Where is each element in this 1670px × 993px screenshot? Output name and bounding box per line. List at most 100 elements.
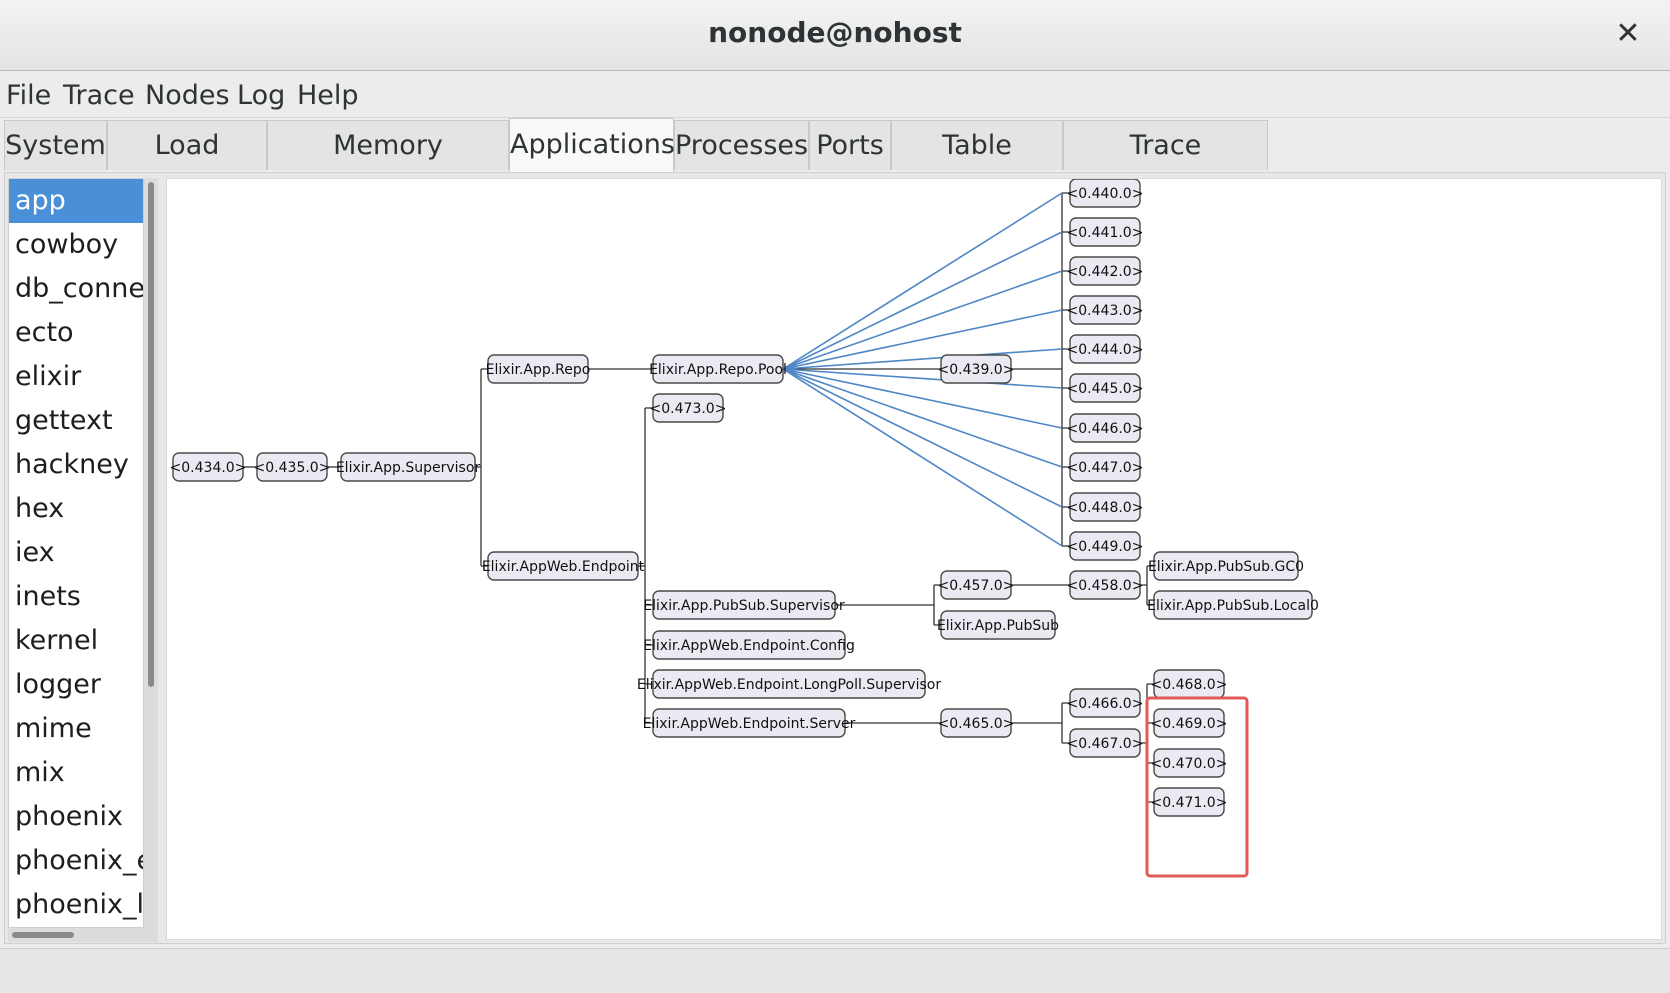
process-node[interactable]: <0.466.0> [1067, 688, 1144, 718]
application-item[interactable]: logger [15, 669, 102, 700]
process-node[interactable]: <0.458.0> [1067, 570, 1144, 600]
application-item[interactable]: inets [15, 581, 81, 612]
pool-link [782, 231, 1063, 370]
tab-ports[interactable]: Ports [809, 120, 891, 170]
process-node-label: Elixir.App.PubSub.Local0 [1147, 598, 1319, 614]
application-item[interactable]: mix [15, 757, 65, 788]
process-node-label: <0.445.0> [1067, 381, 1144, 397]
process-node[interactable]: <0.468.0> [1151, 669, 1228, 699]
tab-system[interactable]: System [4, 120, 107, 170]
process-node[interactable]: Elixir.App.Repo.Pool [649, 354, 787, 384]
process-node[interactable]: Elixir.AppWeb.Endpoint.Server [643, 708, 856, 738]
process-node[interactable]: <0.444.0> [1067, 334, 1144, 364]
application-item[interactable]: app [9, 179, 143, 223]
menu-bar: File Trace Nodes Log Help [0, 71, 1670, 118]
application-item[interactable]: mime [15, 713, 92, 744]
process-node[interactable]: <0.441.0> [1067, 217, 1144, 247]
process-node-box [172, 452, 244, 482]
tab-trace-overview[interactable]: Trace Overview [1063, 120, 1268, 211]
process-node[interactable]: Elixir.App.Supervisor [336, 452, 481, 482]
pool-link [782, 368, 1063, 468]
process-node[interactable]: Elixir.App.PubSub.Local0 [1147, 590, 1319, 620]
menu-log[interactable]: Log [237, 80, 286, 111]
tree-edge [835, 584, 941, 626]
process-node[interactable]: <0.445.0> [1067, 373, 1144, 403]
close-icon[interactable]: ✕ [1615, 16, 1641, 51]
tree-edge [1140, 565, 1154, 606]
process-node-label: <0.469.0> [1151, 716, 1228, 732]
process-node[interactable]: <0.435.0> [254, 452, 331, 482]
process-node[interactable]: <0.447.0> [1067, 452, 1144, 482]
window-title: nonode@nohost [708, 16, 962, 49]
application-item[interactable]: db_connection [15, 273, 144, 304]
tree-edges [243, 192, 1154, 803]
process-node[interactable]: Elixir.AppWeb.Endpoint.LongPoll.Supervis… [637, 669, 941, 699]
process-node-label: <0.449.0> [1067, 539, 1144, 555]
process-node-box [1069, 688, 1141, 718]
process-node[interactable]: <0.443.0> [1067, 295, 1144, 325]
application-item[interactable]: phoenix_live [15, 889, 144, 920]
process-node[interactable]: <0.446.0> [1067, 413, 1144, 443]
tab-applications[interactable]: Applications [509, 118, 675, 172]
application-list[interactable]: app cowboy db_connectionecto elixir gettext h… [8, 178, 144, 928]
process-node[interactable]: <0.439.0> [938, 354, 1015, 384]
process-node-box [1069, 295, 1141, 325]
process-node[interactable]: <0.449.0> [1067, 531, 1144, 561]
application-item[interactable]: elixir [15, 361, 82, 392]
tab-processes[interactable]: Processes [674, 120, 809, 170]
process-node[interactable]: <0.448.0> [1067, 492, 1144, 522]
application-item[interactable]: cowboy [15, 229, 119, 260]
process-node-label: <0.448.0> [1067, 500, 1144, 516]
process-node-box [1153, 590, 1313, 620]
process-node[interactable]: <0.469.0> [1151, 708, 1228, 738]
process-node-label: Elixir.AppWeb.Endpoint.LongPoll.Supervis… [637, 677, 941, 693]
process-node[interactable]: <0.434.0> [170, 452, 247, 482]
process-node-box [1069, 334, 1141, 364]
application-item[interactable]: ecto [15, 317, 74, 348]
menu-help[interactable]: Help [297, 80, 359, 111]
process-node-box [652, 354, 784, 384]
process-node-label: Elixir.App.Repo [486, 362, 591, 378]
process-node-label: <0.434.0> [170, 460, 247, 476]
application-item[interactable]: phoenix [15, 801, 123, 832]
process-node[interactable]: <0.467.0> [1067, 728, 1144, 758]
horizontal-scrollbar[interactable] [8, 928, 158, 942]
application-item[interactable]: gettext [15, 405, 113, 436]
horizontal-scroll-thumb[interactable] [12, 932, 74, 938]
application-item[interactable]: kernel [15, 625, 99, 656]
pool-link [782, 368, 1063, 508]
process-node[interactable]: <0.473.0> [650, 393, 727, 423]
process-node-label: <0.443.0> [1067, 303, 1144, 319]
process-node[interactable]: <0.471.0> [1151, 787, 1228, 817]
menu-file[interactable]: File [6, 80, 52, 111]
process-node-label: <0.447.0> [1067, 460, 1144, 476]
process-node[interactable]: <0.440.0> [1067, 179, 1144, 208]
tab-load-charts[interactable]: Load Charts [107, 120, 267, 211]
tab-memory-allocators[interactable]: Memory Allocators [267, 120, 509, 211]
process-node-label: Elixir.AppWeb.Endpoint.Config [643, 638, 855, 654]
application-item[interactable]: phoenix_ecto [15, 845, 143, 876]
process-node[interactable]: Elixir.App.PubSub.GC0 [1148, 551, 1304, 581]
process-node[interactable]: <0.457.0> [938, 570, 1015, 600]
process-node-box [940, 354, 1012, 384]
process-node[interactable]: Elixir.AppWeb.Endpoint [482, 551, 645, 581]
tab-table-viewer[interactable]: Table Viewer [891, 120, 1063, 211]
process-node[interactable]: Elixir.App.Repo [486, 354, 591, 384]
application-item[interactable]: hackney [15, 449, 129, 480]
application-item[interactable]: iex [15, 537, 55, 568]
process-node[interactable]: <0.442.0> [1067, 256, 1144, 286]
process-node-box [652, 708, 846, 738]
process-node[interactable]: <0.465.0> [938, 708, 1015, 738]
menu-nodes[interactable]: Nodes [145, 80, 230, 111]
process-node-box [1069, 217, 1141, 247]
process-node[interactable]: <0.470.0> [1151, 748, 1228, 778]
process-node[interactable]: Elixir.App.PubSub [937, 610, 1059, 640]
menu-trace[interactable]: Trace [63, 80, 135, 111]
process-node[interactable]: Elixir.App.PubSub.Supervisor [643, 590, 845, 620]
process-node-label: <0.468.0> [1151, 677, 1228, 693]
pool-link [782, 309, 1063, 370]
application-item[interactable]: hex [15, 493, 65, 524]
vertical-scroll-thumb[interactable] [148, 182, 154, 687]
process-node[interactable]: Elixir.AppWeb.Endpoint.Config [643, 630, 855, 660]
